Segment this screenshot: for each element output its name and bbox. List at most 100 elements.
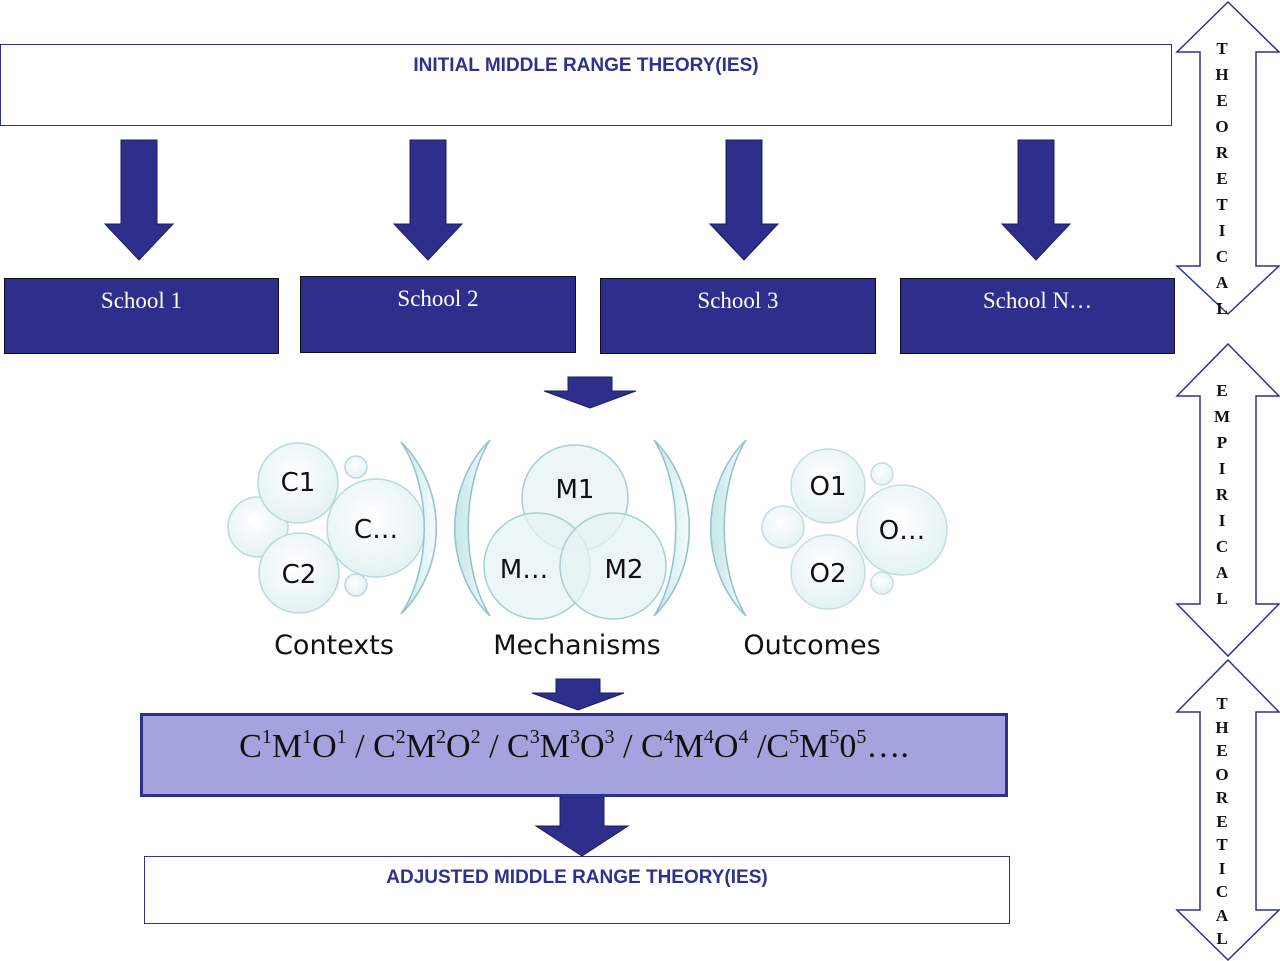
outcome-bubble-o2	[790, 534, 866, 610]
bubble-label-c2: C2	[282, 560, 317, 590]
formula-symbol: O	[312, 728, 337, 765]
formula-index: 3	[604, 726, 615, 748]
side-letter: H	[1215, 65, 1229, 84]
side-letter: A	[1215, 273, 1229, 292]
arrow-down-school-2	[392, 139, 464, 261]
arrow-down-school-3	[708, 139, 780, 261]
cmo-formula: C1M1O1 / C2M2O2 / C3M3O3 / C4M4O4 /C5M50…	[143, 726, 1005, 766]
contexts-label: Contexts	[274, 630, 394, 661]
school-box-3: School 3	[600, 278, 876, 354]
arc-bracket-1	[400, 441, 437, 615]
side-arrow-theoretical-top	[1175, 0, 1280, 316]
formula-index: 1	[336, 726, 347, 748]
bubble-label-m1: M1	[556, 475, 595, 505]
side-letter: T	[1216, 195, 1228, 214]
side-letter: I	[1218, 511, 1226, 530]
side-letter: E	[1216, 91, 1228, 110]
formula-index: 5	[856, 726, 867, 748]
school-label: School 3	[697, 288, 779, 313]
formula-symbol: M	[405, 728, 437, 765]
side-letter: E	[1216, 381, 1228, 400]
bubble-label-o-more: O…	[879, 516, 925, 546]
outcomes-label: Outcomes	[743, 630, 881, 661]
formula-symbol: C	[373, 728, 396, 765]
adjusted-theory-title: ADJUSTED MIDDLE RANGE THEORY(IES)	[386, 867, 768, 888]
school-box-2: School 2	[300, 276, 576, 353]
outcome-bubble-small-left	[761, 505, 805, 549]
formula-index: 4	[703, 726, 714, 748]
side-letter: O	[1215, 764, 1229, 784]
formula-symbol: O	[446, 728, 471, 765]
arc-bracket-2	[454, 439, 491, 617]
formula-index: 5	[789, 726, 800, 748]
formula-separator: /	[748, 728, 767, 765]
context-bubble-c1	[257, 442, 339, 524]
context-bubble-dot-bottom	[344, 573, 368, 597]
side-letter: A	[1215, 905, 1229, 925]
formula-symbol: C	[766, 728, 790, 765]
side-letter: H	[1215, 717, 1229, 737]
side-letter: R	[1215, 788, 1229, 807]
formula-index: 4	[663, 726, 674, 748]
formula-separator: /	[480, 728, 508, 765]
formula-separator: /	[346, 728, 374, 765]
outcome-bubble-dot-top	[870, 462, 894, 486]
arrow-down-to-cmo	[543, 376, 637, 409]
side-letter: R	[1215, 485, 1229, 504]
side-letter: E	[1216, 811, 1228, 831]
side-letter: L	[1216, 589, 1228, 608]
formula-symbol: M	[799, 728, 830, 765]
arc-bracket-4	[710, 439, 747, 617]
formula-symbol: M	[673, 728, 704, 765]
side-letter: O	[1215, 117, 1229, 136]
bubble-label-m2: M2	[605, 555, 644, 585]
school-label: School N…	[982, 288, 1093, 313]
context-bubble-c2	[258, 532, 340, 614]
side-letter: I	[1218, 459, 1226, 478]
formula-symbol: C	[507, 728, 530, 765]
side-letter: T	[1216, 694, 1228, 713]
initial-theory-title: INITIAL MIDDLE RANGE THEORY(IES)	[413, 55, 759, 76]
side-letter: C	[1215, 537, 1229, 556]
formula-symbol: C	[239, 728, 262, 765]
arrow-down-to-adjusted	[534, 796, 630, 857]
mechanisms-label: Mechanisms	[493, 630, 661, 661]
formula-index: 1	[302, 726, 313, 748]
side-letter: C	[1215, 882, 1229, 901]
formula-symbol: 0	[839, 728, 857, 765]
bubble-label-o2: O2	[809, 559, 846, 589]
side-letter: P	[1216, 433, 1228, 452]
arrow-down-school-n	[1000, 139, 1072, 261]
formula-symbol: O	[579, 728, 605, 765]
formula-symbol: M	[271, 728, 303, 765]
adjusted-theory-box: ADJUSTED MIDDLE RANGE THEORY(IES)	[144, 856, 1010, 924]
side-letter: T	[1216, 39, 1228, 58]
arrow-down-school-1	[103, 139, 175, 261]
side-letter: L	[1216, 929, 1228, 948]
formula-index: 3	[569, 726, 580, 748]
side-letter: E	[1216, 741, 1228, 760]
bubble-label-c-more: C…	[354, 515, 398, 545]
arc-bracket-3	[653, 439, 690, 617]
context-bubble-dot-top	[344, 455, 368, 479]
side-letter: L	[1216, 299, 1228, 318]
formula-symbol: O	[713, 728, 739, 765]
cmo-formula-box: C1M1O1 / C2M2O2 / C3M3O3 / C4M4O4 /C5M50…	[140, 713, 1008, 797]
school-label: School 1	[100, 288, 183, 313]
formula-index: 2	[470, 726, 481, 748]
outcome-bubble-o-more	[856, 484, 948, 576]
outcome-bubble-o1	[790, 448, 866, 524]
bubble-label-c1: C1	[281, 468, 316, 498]
mechanism-bubble-m2	[559, 512, 667, 620]
side-arrow-theoretical-bottom	[1175, 658, 1280, 961]
side-letter: T	[1216, 835, 1228, 854]
side-letter: C	[1215, 247, 1229, 266]
school-box-1: School 1	[4, 278, 279, 354]
side-arrow-empirical	[1175, 342, 1280, 658]
side-letter: R	[1215, 143, 1229, 162]
formula-index: 2	[395, 726, 406, 748]
